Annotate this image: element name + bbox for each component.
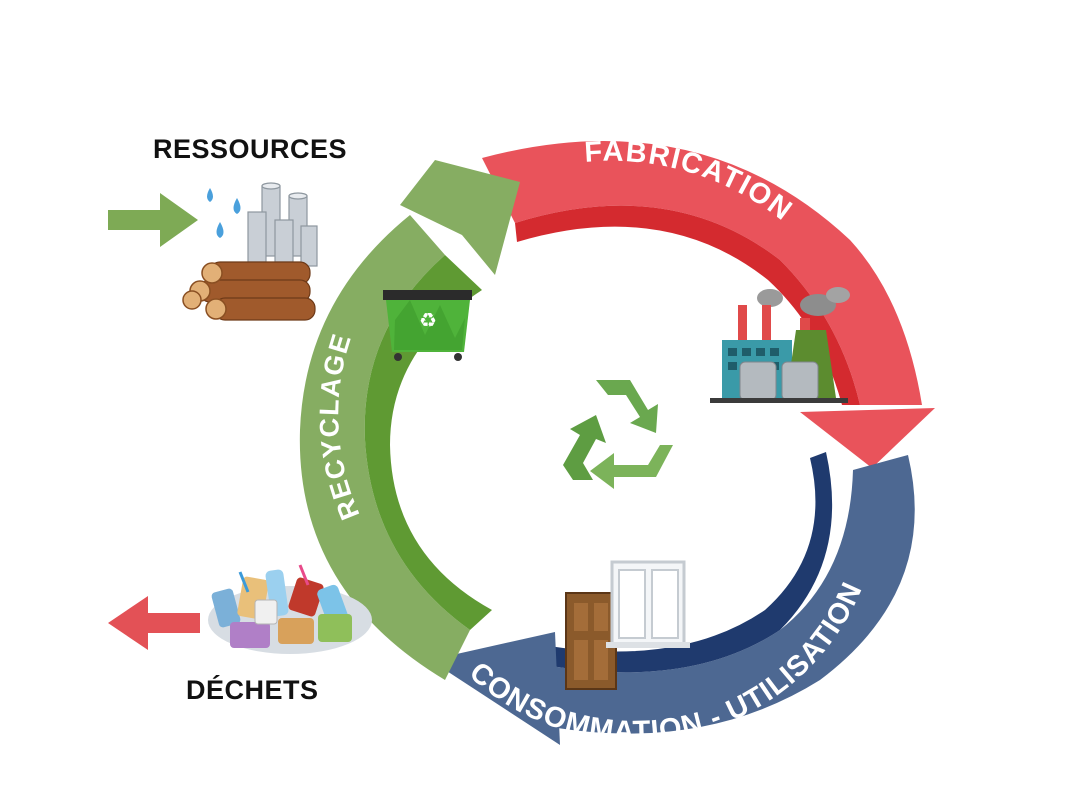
svg-text:♻: ♻ <box>419 308 437 332</box>
recycling-band <box>299 215 470 680</box>
fabrication-arrowhead <box>800 408 935 468</box>
output-arrow <box>108 596 200 650</box>
factory-icon <box>710 287 850 403</box>
resources-label: RESSOURCES <box>153 134 348 164</box>
fabrication-inner-edge <box>515 205 860 405</box>
consumption-band <box>540 455 915 734</box>
fabrication-arrow <box>482 141 935 468</box>
consumption-inner-edge <box>543 452 833 673</box>
door-window-icon <box>565 560 690 690</box>
consumption-arrowhead <box>430 632 560 745</box>
resources-icon <box>182 182 318 321</box>
waste-label: DÉCHETS <box>186 675 319 705</box>
consumption-arrow <box>430 452 915 745</box>
fabrication-band <box>482 141 922 405</box>
recycle-symbol-icon <box>563 380 673 489</box>
waste-pile-icon <box>208 564 372 654</box>
input-arrow <box>108 193 198 247</box>
recycling-arrowhead <box>400 160 520 275</box>
recycling-dumpster-icon: ♻ <box>383 290 472 361</box>
